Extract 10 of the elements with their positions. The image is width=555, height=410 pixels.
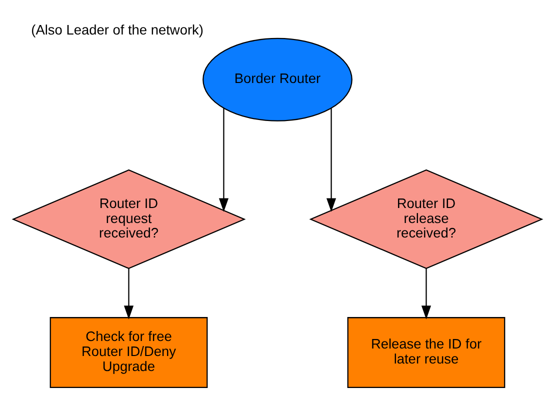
node-ellipse: Border Router bbox=[202, 37, 352, 121]
node-diamond: Router ID request received? bbox=[12, 168, 246, 269]
node-label: (Also Leader of the network) bbox=[31, 22, 204, 38]
arrow bbox=[124, 268, 134, 319]
node-box: Check for free Router ID/Deny Upgrade bbox=[50, 316, 208, 388]
arrow bbox=[421, 268, 432, 319]
arrow bbox=[218, 108, 229, 212]
node-diamond: Router ID release received? bbox=[309, 168, 544, 269]
node-box: Release the ID for later reuse bbox=[347, 316, 506, 388]
arrow bbox=[326, 108, 336, 212]
